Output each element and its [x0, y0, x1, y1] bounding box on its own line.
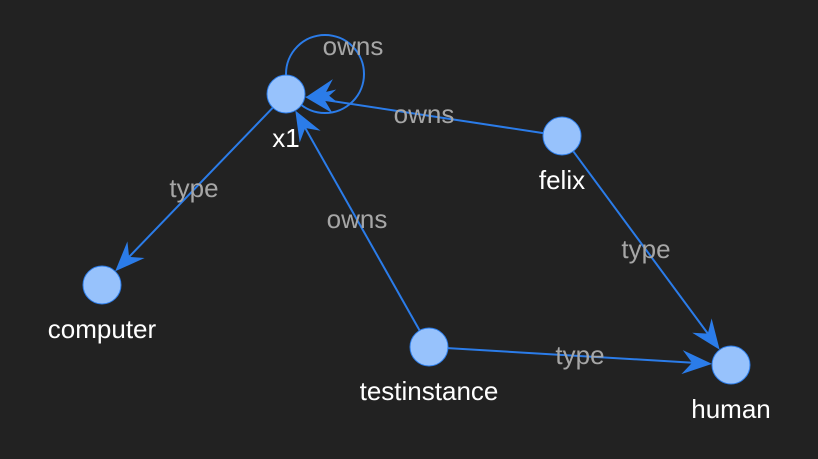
edge-felix-type-human[interactable] — [572, 150, 720, 350]
edge-testinstance-owns-x1[interactable] — [295, 110, 421, 331]
node-testinstance[interactable]: testinstance — [360, 327, 499, 406]
node-label: human — [691, 394, 771, 424]
edge-line — [301, 123, 421, 331]
edges-layer — [115, 34, 720, 375]
edge-label-x1-type-computer: type — [169, 173, 218, 203]
arrowhead — [115, 241, 145, 272]
edge-label-felix-type-human: type — [621, 234, 670, 264]
edge-labels-layer: owns owns type owns type type — [169, 31, 670, 370]
node-x1[interactable]: x1 — [266, 74, 306, 153]
node-label: testinstance — [360, 376, 499, 406]
edge-label-felix-owns-x1: owns — [394, 99, 455, 129]
arrowhead — [692, 318, 720, 350]
edge-line — [124, 106, 274, 262]
nodes-layer: x1 felix computer testinstance human — [48, 74, 771, 424]
edge-x1-type-computer[interactable] — [115, 106, 274, 272]
node-label: x1 — [272, 123, 299, 153]
arrowhead — [681, 350, 712, 375]
node-label: computer — [48, 314, 157, 344]
edge-line — [285, 34, 365, 114]
node-felix[interactable]: felix — [539, 116, 585, 195]
edge-label-testinstance-owns-x1: owns — [327, 204, 388, 234]
node-circle[interactable] — [266, 74, 306, 114]
edge-testinstance-type-human[interactable] — [447, 347, 712, 375]
edge-felix-owns-x1[interactable] — [304, 89, 544, 135]
arrowhead — [304, 89, 337, 114]
edge-label-x1-owns-x1: owns — [323, 31, 384, 61]
node-circle[interactable] — [542, 116, 582, 156]
edge-line — [572, 150, 712, 339]
node-circle[interactable] — [711, 345, 751, 385]
node-circle[interactable] — [82, 265, 122, 305]
edge-line — [319, 98, 544, 135]
node-label: felix — [539, 165, 585, 195]
node-circle[interactable] — [409, 327, 449, 367]
edge-line — [447, 347, 698, 364]
node-computer[interactable]: computer — [48, 265, 157, 344]
edge-label-testinstance-type-human: type — [555, 340, 604, 370]
node-human[interactable]: human — [691, 345, 771, 424]
arrowhead — [295, 110, 321, 143]
